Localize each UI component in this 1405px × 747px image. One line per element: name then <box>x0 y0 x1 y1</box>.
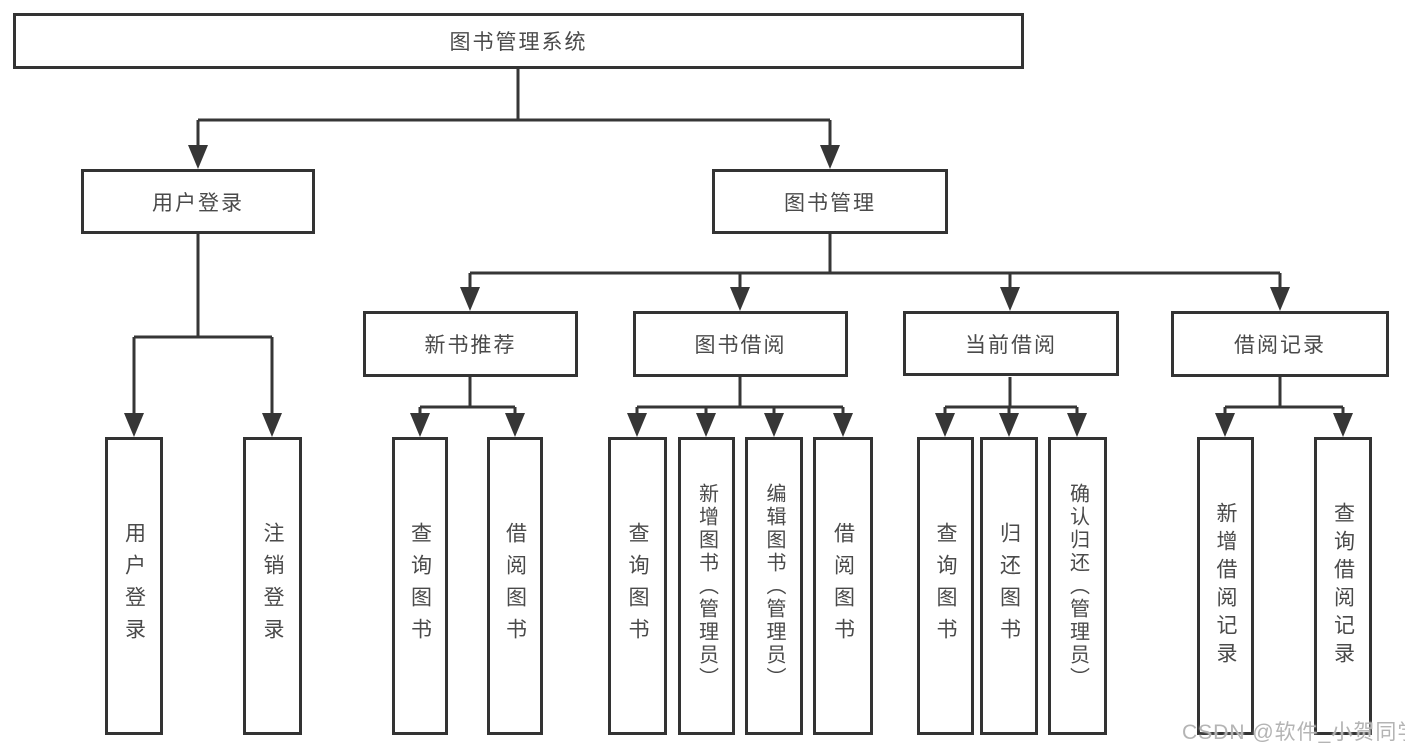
leaf-label: 借阅图书 <box>831 522 855 650</box>
csdn-watermark: CSDN @软件_小贺同学 <box>1182 721 1405 744</box>
leaf-label: 注销登录 <box>261 522 284 650</box>
leaf-label: 用户登录 <box>122 522 146 650</box>
node-new-book-recommend: 新书推荐 <box>363 311 578 377</box>
node-root-system: 图书管理系统 <box>13 13 1024 69</box>
leaf-label: 查询借阅记录 <box>1331 502 1355 670</box>
arrowheads <box>124 145 1353 437</box>
leaf-label: 查询图书 <box>934 522 957 650</box>
node-book-management: 图书管理 <box>712 169 948 234</box>
leaf-add-book-admin: 新增图书（管理员） <box>678 437 735 735</box>
leaf-label: 查询图书 <box>626 522 649 650</box>
leaf-label: 新增借阅记录 <box>1214 502 1237 670</box>
leaf-label: 借阅图书 <box>503 522 527 650</box>
leaf-label: 查询图书 <box>408 522 432 650</box>
leaf-query-books-current: 查询图书 <box>917 437 974 735</box>
leaf-label: 确认归还（管理员） <box>1066 482 1089 690</box>
node-borrow-records: 借阅记录 <box>1171 311 1389 377</box>
leaf-return-books: 归还图书 <box>980 437 1038 735</box>
leaf-edit-book-admin: 编辑图书（管理员） <box>745 437 803 735</box>
leaf-label: 编辑图书（管理员） <box>763 482 785 690</box>
node-book-borrowing: 图书借阅 <box>633 311 848 377</box>
node-user-login: 用户登录 <box>81 169 315 234</box>
leaf-label: 归还图书 <box>997 522 1021 650</box>
leaf-query-borrow-record: 查询借阅记录 <box>1314 437 1372 735</box>
node-current-borrowing: 当前借阅 <box>903 311 1119 376</box>
leaf-query-books-recommend: 查询图书 <box>392 437 448 735</box>
leaf-add-borrow-record: 新增借阅记录 <box>1197 437 1254 735</box>
leaf-borrow-books-recommend: 借阅图书 <box>487 437 543 735</box>
leaf-user-login: 用户登录 <box>105 437 163 735</box>
leaf-query-books-borrowing: 查询图书 <box>608 437 667 735</box>
leaf-borrow-books-borrowing: 借阅图书 <box>813 437 873 735</box>
leaf-label: 新增图书（管理员） <box>695 482 718 690</box>
leaf-logout: 注销登录 <box>243 437 302 735</box>
leaf-confirm-return-admin: 确认归还（管理员） <box>1048 437 1107 735</box>
